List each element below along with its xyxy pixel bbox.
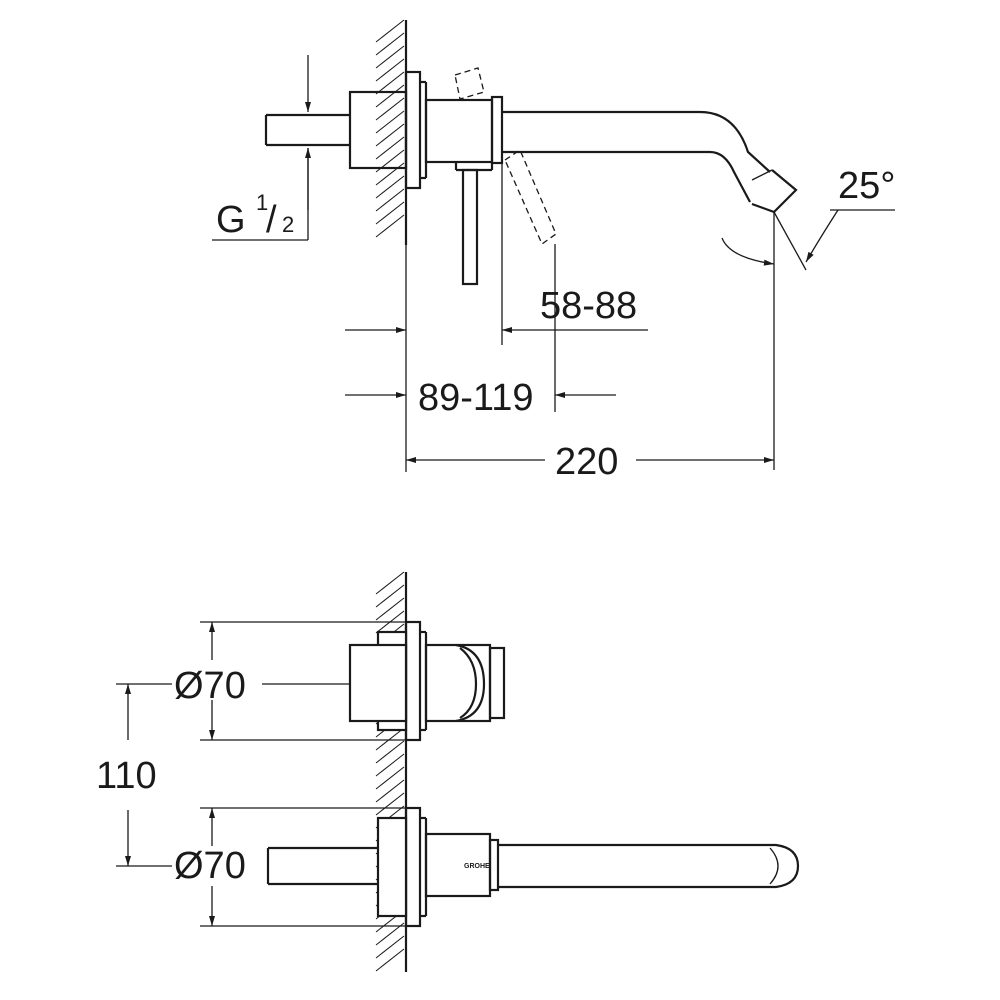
lower-diameter-dimension: Ø70 (174, 807, 406, 927)
wall-hatch-line (375, 162, 405, 186)
depth-dimension: 58-88 (345, 163, 648, 412)
wall-hatch-line (375, 175, 405, 199)
spout (502, 110, 798, 214)
angle-dimension: 25° (721, 165, 895, 470)
upper-plate (348, 620, 506, 742)
wall-hatch-line (375, 32, 405, 56)
wall-hatch-line (375, 84, 405, 108)
lever (454, 67, 557, 286)
center-distance-dimension: 110 (96, 683, 172, 867)
front-view: GROHE Ø70 Ø70 110 (96, 571, 800, 972)
wall-depth-dimension: 89-119 (345, 377, 616, 419)
wall-hatch-line (375, 740, 405, 764)
upper-diameter-dimension: Ø70 (174, 621, 406, 741)
projection-dimension: 220 (405, 245, 774, 483)
projection-label: 220 (555, 441, 618, 483)
thread-label-denominator: 2 (282, 212, 294, 237)
brand-logo: GROHE (464, 863, 490, 870)
wall-hatch-line (375, 779, 405, 803)
thread-label-g: G (216, 199, 246, 241)
wall-hatch-line (375, 935, 405, 959)
thread-label-numerator: 1 (256, 190, 268, 215)
upper-diameter-label: Ø70 (174, 665, 246, 707)
wall-hatch-line (375, 97, 405, 121)
wall-hatch-line (375, 792, 405, 816)
wall-side (375, 19, 408, 245)
wall-hatch-line (375, 766, 405, 790)
wall-hatch-line (375, 110, 405, 134)
thread-dimension: G 1 / 2 (212, 55, 311, 241)
wall-hatch-line (375, 136, 405, 160)
side-view: G 1 / 2 25° 58-88 89-119 (212, 19, 895, 483)
wall-hatch-line (375, 58, 405, 82)
wall-hatch-line (375, 753, 405, 777)
thread-label-slash: / (266, 199, 277, 241)
wall-hatch-line (375, 123, 405, 147)
wall-hatch-line (375, 201, 405, 225)
angle-label: 25° (838, 165, 895, 207)
mixer-body (424, 95, 504, 172)
mounting-plate (348, 70, 428, 190)
wall-hatch-line (375, 45, 405, 69)
lower-plate: GROHE (266, 806, 800, 928)
wall-hatch-line (375, 71, 405, 95)
wall-hatch-line (375, 597, 405, 621)
depth-range-label: 58-88 (540, 285, 637, 327)
wall-hatch-line (375, 188, 405, 212)
wall-depth-label: 89-119 (418, 377, 534, 419)
wall-hatch-line (375, 584, 405, 608)
wall-hatch-line (375, 214, 405, 238)
lower-diameter-label: Ø70 (174, 845, 246, 887)
wall-hatch-line (375, 948, 405, 972)
center-distance-label: 110 (96, 755, 157, 797)
supply-pipe (264, 113, 350, 147)
wall-hatch-line (375, 571, 405, 595)
wall-hatch-line (375, 727, 405, 751)
wall-hatch-line (375, 922, 405, 946)
wall-hatch-line (375, 19, 405, 43)
